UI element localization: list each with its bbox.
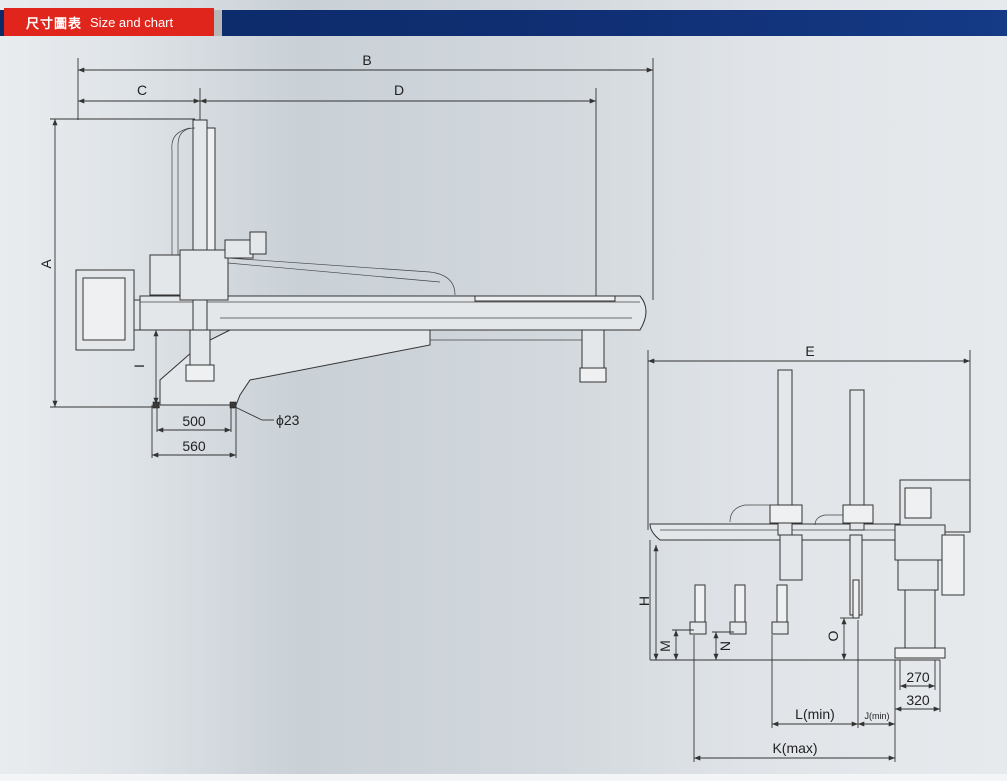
header-divider xyxy=(214,10,222,36)
dim-label-i: I xyxy=(131,364,147,368)
dim-label-560: 560 xyxy=(182,438,206,454)
dim-label-j: J(min) xyxy=(865,711,890,721)
dim-label-d: D xyxy=(394,82,404,98)
dim-label-a: A xyxy=(38,259,54,269)
side-view: B C D A I xyxy=(38,52,654,458)
dim-label-320: 320 xyxy=(906,692,930,708)
section-title-cn: 尺寸圖表 xyxy=(26,15,83,31)
section-title-en: Size and chart xyxy=(90,14,174,30)
dim-label-k: K(max) xyxy=(772,740,817,756)
dim-label-c: C xyxy=(137,82,147,98)
dim-label-hole: ϕ23 xyxy=(276,412,300,428)
footer-strip xyxy=(0,774,1007,781)
dim-label-o: O xyxy=(825,630,841,641)
front-view: E H xyxy=(636,343,971,762)
dim-label-270: 270 xyxy=(906,669,930,685)
dim-label-l: L(min) xyxy=(795,706,835,722)
dim-label-h: H xyxy=(636,596,652,606)
section-title-tab: 尺寸圖表 Size and chart xyxy=(4,8,214,36)
dim-label-e: E xyxy=(805,343,814,359)
dim-label-500: 500 xyxy=(182,413,206,429)
dim-label-m: M xyxy=(657,640,673,652)
dim-label-b: B xyxy=(362,52,371,68)
dim-label-n: N xyxy=(717,641,733,651)
